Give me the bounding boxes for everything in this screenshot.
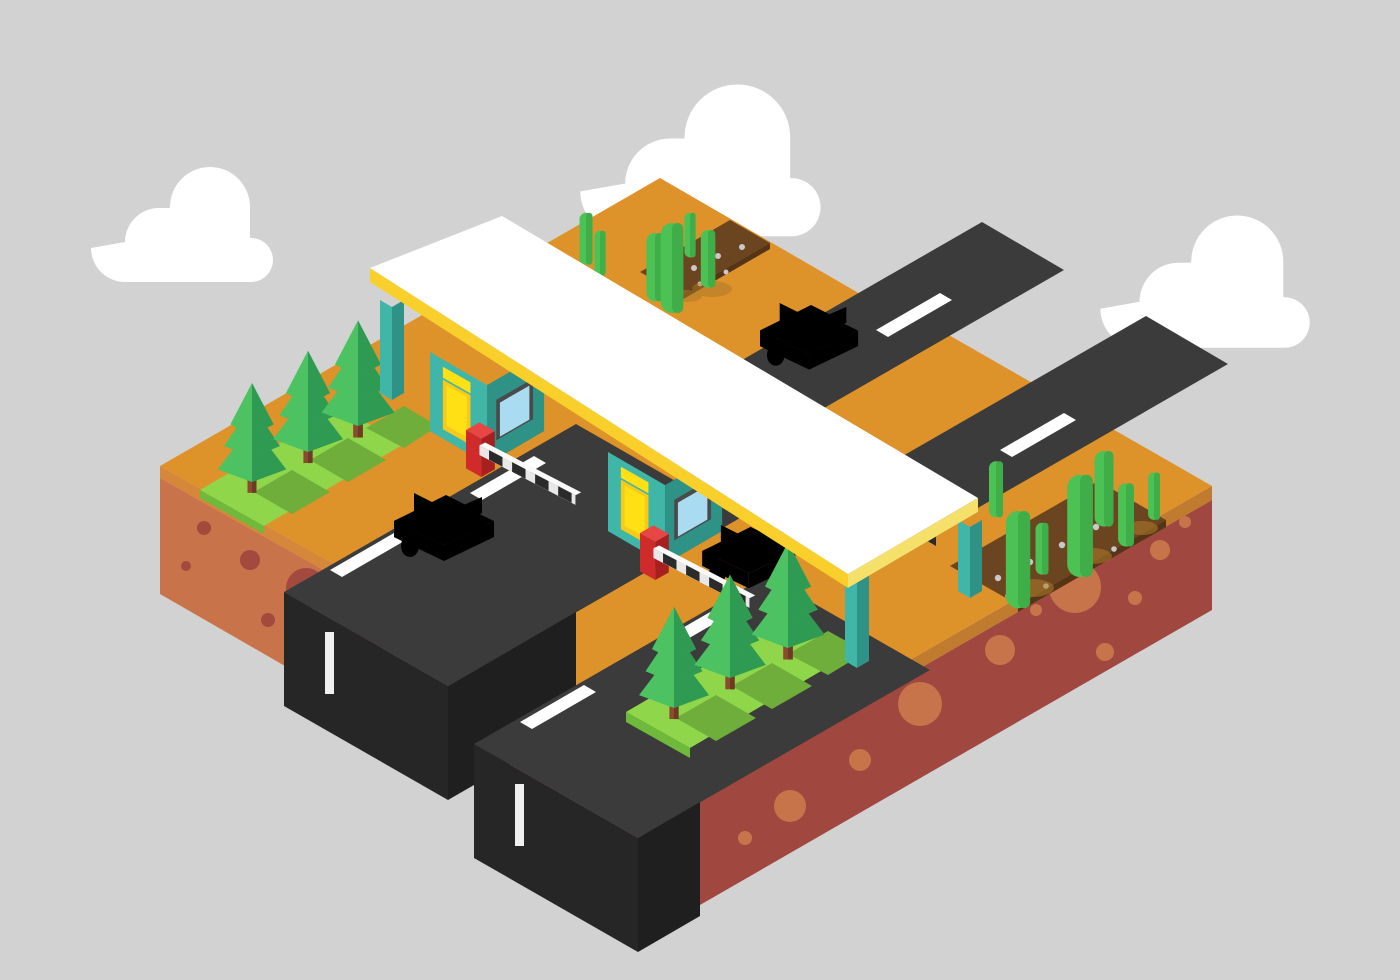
canopy-column <box>380 300 404 400</box>
cactus-bed-top <box>579 212 770 313</box>
roof-fascia-right <box>848 498 978 588</box>
roof-fascia-left <box>370 268 848 588</box>
lane-marking <box>520 685 596 729</box>
canopy-columns-rear <box>380 300 982 598</box>
tree-group-bottom <box>626 542 866 758</box>
canopy-roof <box>370 216 978 588</box>
roof-top <box>370 216 978 574</box>
lane-marking <box>1000 413 1076 457</box>
tree-shadows <box>254 406 438 514</box>
lane-marking <box>876 293 952 337</box>
tree-shadows <box>676 631 866 741</box>
lane-marking-side <box>325 632 334 694</box>
tree-group-left <box>200 320 438 534</box>
lane-marking-side <box>515 784 524 846</box>
cactus-bed-right <box>950 451 1166 612</box>
lane-marking <box>330 533 406 577</box>
canopy-column <box>958 520 982 598</box>
